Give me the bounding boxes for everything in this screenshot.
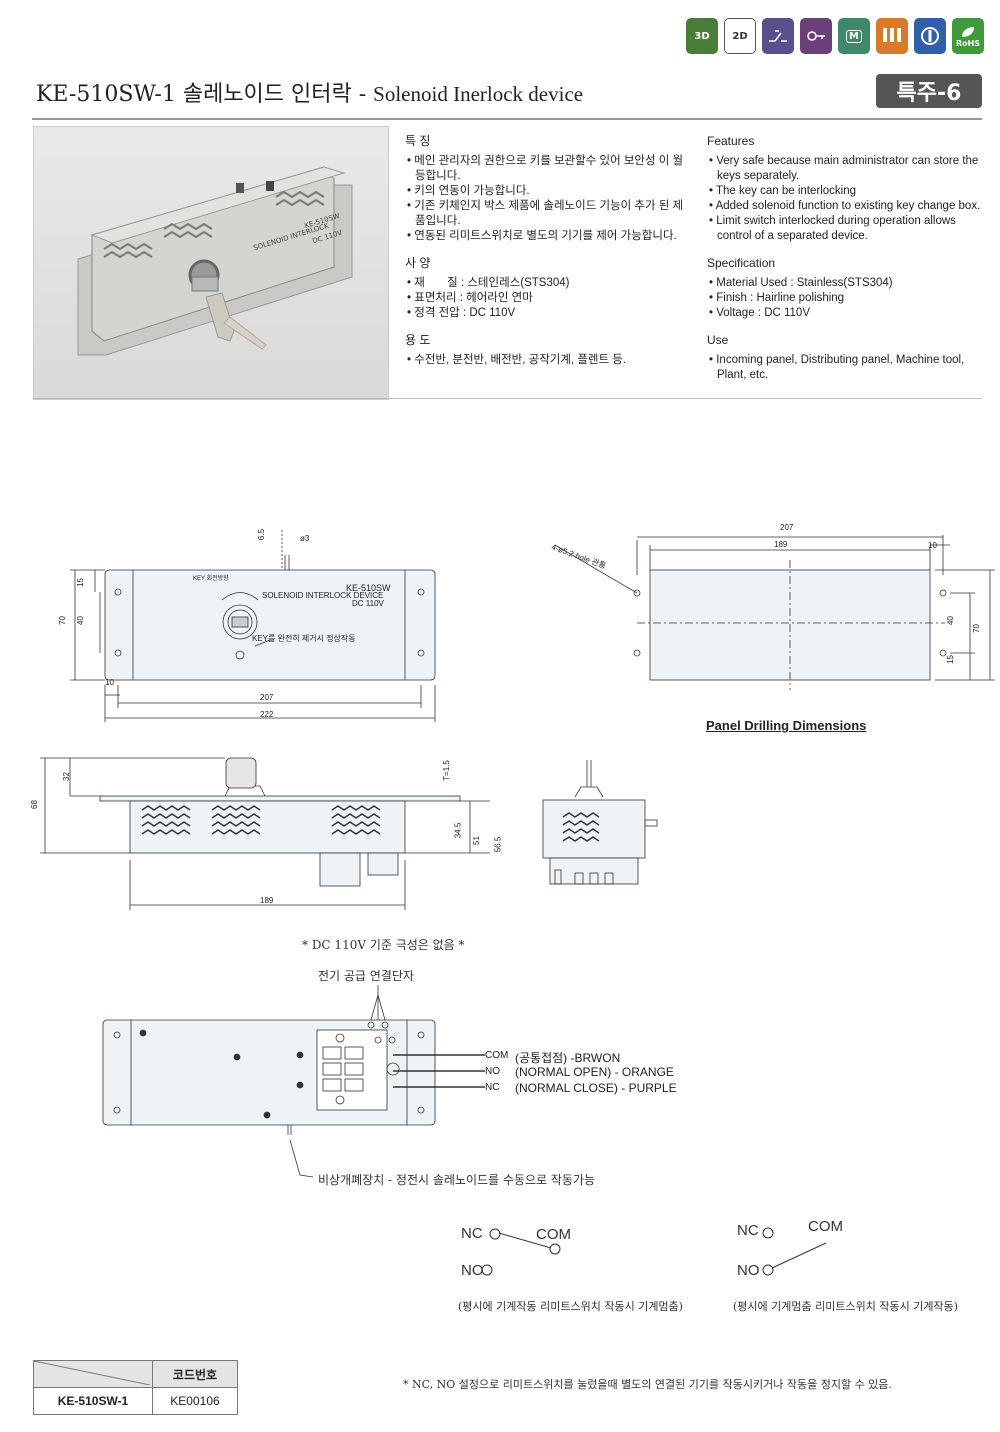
list-item: Very safe because main administrator can… <box>707 154 982 184</box>
key-switch-icon <box>800 18 832 54</box>
info-korean: 특 징 메인 관리자의 권한으로 키를 보관할수 있어 보안성 이 월등합니다.… <box>405 134 690 380</box>
front-view-drawing <box>70 530 436 722</box>
dim-15: 15 <box>75 578 85 587</box>
side-dim-56-5: 56.5 <box>493 836 503 853</box>
side-view-drawing <box>40 757 490 910</box>
code-table: 코드번호 KE-510SW-1 KE00106 <box>33 1360 238 1415</box>
footnote: * NC, NO 설정으로 리미트스위치를 눌렀을때 별도의 연결된 기기를 작… <box>403 1378 892 1391</box>
use-heading-ko: 용 도 <box>405 333 431 347</box>
list-item: Added solenoid function to existing key … <box>707 199 982 214</box>
key-direction-label: KEY 회전방향 <box>193 576 229 582</box>
com-code: COM <box>485 1050 509 1061</box>
nc-code: NC <box>485 1082 500 1093</box>
info-divider <box>33 398 982 399</box>
list-item: 정격 전압 : DC 110V <box>405 306 690 321</box>
wiring-diagram <box>102 985 485 1178</box>
dim-207: 207 <box>260 693 274 702</box>
drill-dim-10: 10 <box>928 541 937 550</box>
list-item: Voltage : DC 110V <box>707 306 982 321</box>
dim-70: 70 <box>57 616 67 625</box>
side-dim-68: 68 <box>29 800 39 809</box>
list-item: Incoming panel, Distributing panel, Mach… <box>707 353 982 383</box>
sw1-no: NO <box>461 1262 484 1279</box>
dim-phi3: ø3 <box>300 534 310 543</box>
sw2-nc: NC <box>737 1222 759 1239</box>
polarity-note: * DC 110V 기준 극성은 없음 * <box>302 938 465 952</box>
end-view-drawing <box>542 760 658 885</box>
circuit-icon <box>762 18 794 54</box>
side-dim-t15: T=1.5 <box>441 760 451 781</box>
sw2-caption: (평시에 기계멈춤 리미트스위치 작동시 기계작동) <box>733 1300 958 1313</box>
sw2-com: COM <box>808 1218 843 1235</box>
list-item: Finish : Hairline polishing <box>707 291 982 306</box>
key-removal-note: KEY를 완전히 제거시 정상작동 <box>252 634 356 643</box>
knob-icon <box>914 18 946 54</box>
list-item: 메인 관리자의 권한으로 키를 보관할수 있어 보안성 이 월등합니다. <box>405 154 690 184</box>
sw1-nc: NC <box>461 1225 483 1242</box>
list-item: Material Used : Stainless(STS304) <box>707 276 982 291</box>
drill-dim-70: 70 <box>971 624 981 633</box>
no-code: NO <box>485 1066 500 1077</box>
plate-line-3: DC 110V <box>352 599 384 608</box>
title-divider <box>32 118 982 120</box>
list-item: 기존 키체인지 박스 제품에 솔레노이드 기능이 추가 된 제품입니다. <box>405 199 690 229</box>
info-english: Features Very safe because main administ… <box>707 134 982 395</box>
list-item: 표면처리 : 헤어라인 연마 <box>405 291 690 306</box>
features-heading-en: Features <box>707 134 755 148</box>
dim-10: 10 <box>105 678 114 687</box>
list-item: Limit switch interlocked during operatio… <box>707 214 982 244</box>
3d-icon: 3D <box>686 18 718 54</box>
features-heading-ko: 특 징 <box>405 134 431 148</box>
supply-terminal-label: 전기 공급 연결단자 <box>318 969 414 983</box>
table-cell-model: KE-510SW-1 <box>33 1387 153 1415</box>
panel-drilling-caption: Panel Drilling Dimensions <box>706 718 867 733</box>
table-row: KE-510SW-1 KE00106 <box>33 1387 238 1415</box>
list-item: 연동된 리미트스위치로 별도의 기기를 제어 가능합니다. <box>405 229 690 244</box>
master-key-icon: M <box>838 18 870 54</box>
table-row: 코드번호 <box>33 1360 238 1388</box>
panel-drilling-drawing <box>554 535 995 690</box>
plate-line-1: KE-510SW <box>346 583 391 593</box>
switch-diagram-1 <box>481 1228 561 1276</box>
category-badge: 특주-6 <box>876 74 982 108</box>
dim-40: 40 <box>75 616 85 625</box>
use-heading-en: Use <box>707 333 729 347</box>
sw1-caption: (평시에 기계작동 리미트스위치 작동시 기계멈춤) <box>458 1300 683 1313</box>
side-dim-32: 32 <box>61 772 71 781</box>
drill-dim-207: 207 <box>780 523 794 532</box>
page-title: KE-510SW-1 솔레노이드 인터락 - Solenoid Inerlock… <box>36 82 584 107</box>
list-item: 키의 연동이 가능합니다. <box>405 184 690 199</box>
table-header-code: 코드번호 <box>152 1360 238 1388</box>
plate-line-2: SOLENOID INTERLOCK DEVICE <box>262 591 384 600</box>
drill-dim-189: 189 <box>774 540 788 549</box>
switch-diagram-2 <box>762 1227 827 1276</box>
sw1-com: COM <box>536 1226 571 1243</box>
side-dim-189: 189 <box>260 896 274 905</box>
no-description: (NORMAL OPEN) - ORANGE <box>515 1065 674 1079</box>
product-photo: KE-510SW SOLENOID INTERLOCK DC 110V <box>33 126 389 400</box>
com-description: (공통접점) -BRWON <box>515 1051 621 1065</box>
rohs-icon: RoHS <box>952 18 984 54</box>
table-cell-code: KE00106 <box>152 1387 238 1415</box>
side-dim-51: 51 <box>471 836 481 845</box>
drill-dim-15: 15 <box>945 655 955 664</box>
2d-icon: 2D <box>724 18 756 54</box>
spec-heading-ko: 사 양 <box>405 256 431 270</box>
emergency-release-note: 비상개폐장치 - 정전시 솔레노이드를 수동으로 작동가능 <box>318 1173 596 1187</box>
table-corner-cell <box>33 1360 153 1388</box>
list-item: The key can be interlocking <box>707 184 982 199</box>
feature-icon-row: 3D 2D M RoHS <box>686 18 984 54</box>
nc-description: (NORMAL CLOSE) - PURPLE <box>515 1081 677 1095</box>
list-item: 재 질 : 스테인레스(STS304) <box>405 276 690 291</box>
dim-6-5: 6.5 <box>257 528 267 541</box>
sw2-no: NO <box>737 1262 760 1279</box>
dim-222: 222 <box>260 710 274 719</box>
drill-dim-40: 40 <box>945 616 955 625</box>
spec-heading-en: Specification <box>707 256 776 270</box>
list-item: 수전반, 분전반, 배전반, 공작기계, 플렌트 등. <box>405 353 690 368</box>
keys-icon <box>876 18 908 54</box>
side-dim-34-5: 34.5 <box>453 822 463 839</box>
